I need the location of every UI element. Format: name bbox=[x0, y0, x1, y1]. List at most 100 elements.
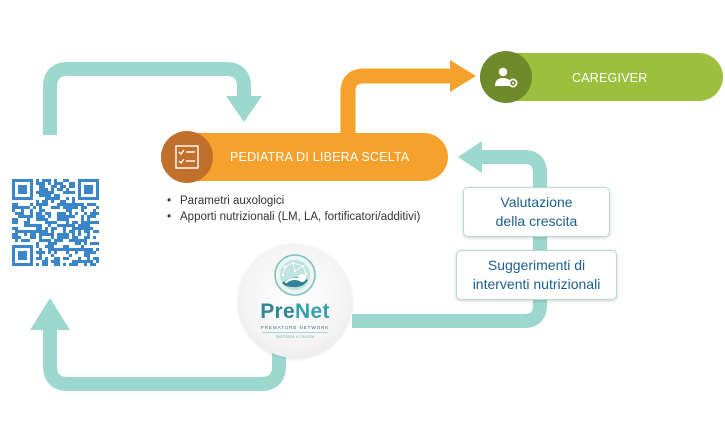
qr-module bbox=[87, 251, 90, 254]
qr-module bbox=[72, 230, 75, 233]
qr-module bbox=[51, 197, 54, 200]
qr-module bbox=[78, 233, 81, 236]
pediatra-icon-circle bbox=[161, 131, 213, 183]
qr-module bbox=[45, 263, 48, 266]
qr-module bbox=[51, 188, 54, 191]
qr-module bbox=[90, 203, 93, 206]
qr-module bbox=[30, 233, 33, 236]
qr-module bbox=[45, 260, 48, 263]
qr-module bbox=[36, 242, 39, 245]
qr-module bbox=[54, 194, 57, 197]
qr-module bbox=[48, 248, 51, 251]
prenet-subtitle: PREMATURE NETWORK bbox=[260, 325, 330, 330]
qr-module bbox=[81, 215, 84, 218]
qr-module bbox=[48, 182, 51, 185]
qr-module bbox=[72, 239, 75, 242]
qr-module bbox=[81, 260, 84, 263]
qr-module bbox=[84, 227, 87, 230]
qr-module bbox=[60, 239, 63, 242]
arrow-pediatra-to-caregiver bbox=[340, 68, 452, 133]
qr-module bbox=[57, 206, 60, 209]
qr-module bbox=[54, 242, 57, 245]
qr-module bbox=[66, 218, 69, 221]
qr-module bbox=[36, 251, 39, 254]
qr-module bbox=[36, 227, 39, 230]
qr-module bbox=[45, 179, 48, 182]
valutazione-crescita-box: Valutazione della crescita bbox=[463, 187, 610, 237]
qr-module bbox=[69, 254, 72, 257]
qr-module bbox=[93, 251, 96, 254]
qr-module bbox=[12, 233, 15, 236]
qr-module bbox=[51, 236, 54, 239]
qr-module bbox=[63, 257, 66, 260]
qr-module bbox=[63, 263, 66, 266]
qr-module bbox=[45, 200, 48, 203]
qr-module bbox=[63, 206, 66, 209]
caregiver-label: CAREGIVER bbox=[572, 71, 648, 85]
qr-module bbox=[51, 242, 54, 245]
qr-module bbox=[39, 182, 42, 185]
qr-module bbox=[60, 185, 63, 188]
qr-module bbox=[72, 227, 75, 230]
qr-module bbox=[54, 251, 57, 254]
qr-module bbox=[69, 209, 72, 212]
qr-module bbox=[57, 263, 60, 266]
qr-module bbox=[69, 212, 72, 215]
qr-module bbox=[39, 206, 42, 209]
qr-module bbox=[63, 236, 66, 239]
qr-module bbox=[84, 263, 87, 266]
qr-module bbox=[24, 224, 27, 227]
qr-module bbox=[90, 215, 93, 218]
qr-module bbox=[72, 260, 75, 263]
qr-module bbox=[81, 224, 84, 227]
qr-module bbox=[45, 257, 48, 260]
qr-module bbox=[45, 233, 48, 236]
qr-module bbox=[39, 224, 42, 227]
qr-module bbox=[36, 179, 39, 182]
qr-module bbox=[54, 179, 57, 182]
qr-module bbox=[24, 239, 27, 242]
qr-module bbox=[36, 215, 39, 218]
qr-module bbox=[54, 248, 57, 251]
qr-module bbox=[78, 203, 81, 206]
qr-module bbox=[42, 182, 45, 185]
qr-module bbox=[48, 239, 51, 242]
qr-module bbox=[96, 248, 99, 251]
qr-module bbox=[96, 221, 99, 224]
qr-module bbox=[24, 206, 27, 209]
qr-module bbox=[12, 209, 15, 212]
qr-module bbox=[63, 227, 66, 230]
qr-module bbox=[57, 218, 60, 221]
prenet-logo: PreNet PREMATURE NETWORK Nutrizione e cr… bbox=[238, 244, 352, 358]
qr-module bbox=[66, 224, 69, 227]
qr-module bbox=[63, 218, 66, 221]
qr-module bbox=[48, 251, 51, 254]
qr-module bbox=[39, 191, 42, 194]
qr-module bbox=[51, 245, 54, 248]
qr-module bbox=[60, 212, 63, 215]
qr-module bbox=[36, 218, 39, 221]
suggerimenti-box: Suggerimenti di interventi nutrizionali bbox=[456, 250, 617, 300]
qr-module bbox=[75, 251, 78, 254]
qr-module bbox=[60, 215, 63, 218]
qr-module bbox=[93, 230, 96, 233]
qr-module bbox=[72, 182, 75, 185]
qr-module bbox=[51, 191, 54, 194]
qr-module bbox=[51, 221, 54, 224]
qr-module bbox=[87, 257, 90, 260]
qr-module bbox=[75, 263, 78, 266]
qr-module bbox=[15, 233, 18, 236]
qr-module bbox=[42, 263, 45, 266]
qr-module bbox=[33, 233, 36, 236]
qr-module bbox=[12, 206, 15, 209]
qr-module bbox=[48, 242, 51, 245]
qr-module bbox=[48, 194, 51, 197]
qr-module bbox=[93, 203, 96, 206]
qr-module bbox=[63, 191, 66, 194]
qr-module bbox=[75, 236, 78, 239]
qr-module bbox=[27, 215, 30, 218]
qr-module bbox=[78, 230, 81, 233]
qr-module bbox=[39, 257, 42, 260]
qr-module bbox=[69, 224, 72, 227]
